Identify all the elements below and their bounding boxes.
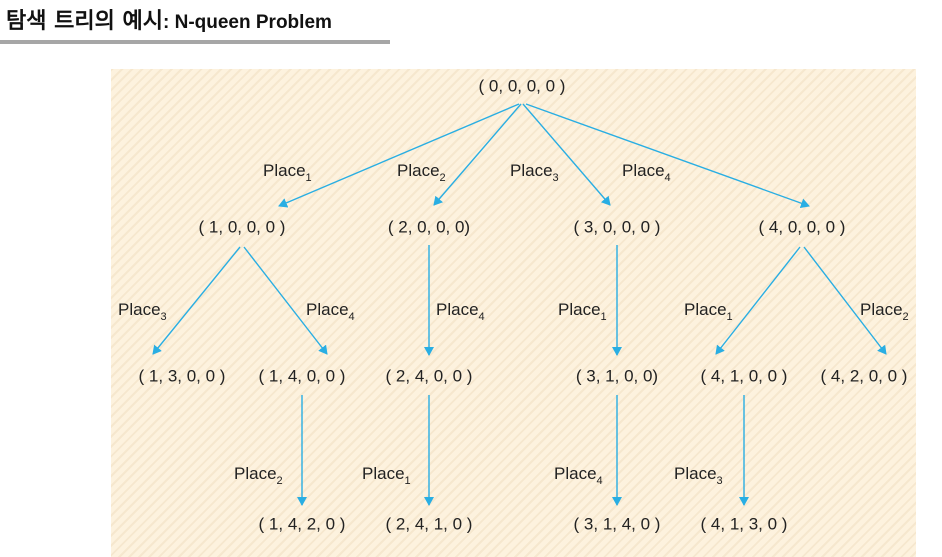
tree-edge-arrow	[525, 103, 810, 208]
tree-nodes: ( 0, 0, 0, 0 ) ( 1, 0, 0, 0 ) ( 2, 0, 0, 0…	[139, 77, 908, 534]
title-underline	[0, 40, 390, 44]
edge-label-subscript: 4	[349, 311, 355, 323]
tree-node-state: ( 4, 2, 0, 0 )	[821, 367, 908, 386]
edge-label-text: Place	[118, 300, 161, 319]
tree-node-state: ( 4, 1, 3, 0 )	[701, 515, 788, 534]
edge-label-text: Place	[622, 161, 665, 180]
edge-label-text: Place	[263, 161, 306, 180]
edge-label-text: Place	[558, 300, 601, 319]
edge-label-text: Place	[674, 464, 717, 483]
tree-edge-arrow	[433, 103, 522, 206]
tree-node-state: ( 1, 3, 0, 0 )	[139, 367, 226, 386]
tree-node-state: ( 3, 0, 0, 0 )	[574, 218, 661, 237]
edge-label-subscript: 3	[553, 172, 559, 184]
edge-label-place: Place4	[554, 464, 603, 487]
tree-node-state: ( 2, 0, 0, 0)	[388, 218, 470, 237]
edge-label-subscript: 2	[277, 475, 283, 487]
edge-label-text: Place	[860, 300, 903, 319]
edge-label-text: Place	[436, 300, 479, 319]
tree-node-state: ( 4, 1, 0, 0 )	[701, 367, 788, 386]
edge-label-subscript: 4	[597, 475, 603, 487]
edge-label-subscript: 1	[727, 311, 733, 323]
edge-label-text: Place	[397, 161, 440, 180]
tree-node-state: ( 3, 1, 4, 0 )	[574, 515, 661, 534]
edge-label-subscript: 4	[479, 311, 485, 323]
edge-label-subscript: 1	[601, 311, 607, 323]
edge-label-subscript: 3	[717, 475, 723, 487]
edge-label-text: Place	[554, 464, 597, 483]
edge-label-place: Place3	[510, 161, 559, 184]
tree-node-state: ( 4, 0, 0, 0 )	[759, 218, 846, 237]
edge-label-subscript: 2	[440, 172, 446, 184]
edge-label-text: Place	[234, 464, 277, 483]
tree-edge-arrow	[152, 246, 241, 355]
slide-title: 탐색 트리의 예시: N-queen Problem	[6, 4, 332, 40]
edge-label-place: Place2	[860, 300, 909, 323]
tree-edges	[152, 103, 887, 506]
tree-node-state: ( 1, 4, 2, 0 )	[259, 515, 346, 534]
edge-label-place: Place2	[234, 464, 283, 487]
tree-node-state: ( 1, 0, 0, 0 )	[199, 218, 286, 237]
edge-label-place: Place3	[118, 300, 167, 323]
slide-title-english: : N-queen Problem	[163, 12, 332, 33]
diagram-panel	[111, 69, 916, 557]
edge-label-subscript: 1	[306, 172, 312, 184]
edge-label-place: Place4	[306, 300, 355, 323]
edge-label-place: Place2	[397, 161, 446, 184]
edge-label-place: Place1	[684, 300, 733, 323]
edge-label-text: Place	[684, 300, 727, 319]
edge-label-place: Place1	[558, 300, 607, 323]
edge-label-place: Place1	[362, 464, 411, 487]
edge-label-subscript: 2	[903, 311, 909, 323]
edge-label-text: Place	[306, 300, 349, 319]
edge-label-place: Place3	[674, 464, 723, 487]
tree-node-state: ( 2, 4, 0, 0 )	[386, 367, 473, 386]
edge-label-place: Place4	[436, 300, 485, 323]
tree-edge-arrow	[715, 246, 801, 355]
tree-edge-arrow	[243, 246, 328, 355]
tree-node-state: ( 0, 0, 0, 0 )	[479, 77, 566, 96]
edge-label-subscript: 4	[665, 172, 671, 184]
tree-edge-arrow	[278, 103, 520, 208]
tree-edge-arrow	[522, 103, 611, 206]
tree-edge-arrow	[803, 246, 887, 355]
tree-node-state: ( 3, 1, 0, 0)	[576, 367, 658, 386]
edge-label-subscript: 3	[161, 311, 167, 323]
edge-label-text: Place	[510, 161, 553, 180]
tree-node-state: ( 2, 4, 1, 0 )	[386, 515, 473, 534]
slide-title-korean: 탐색 트리의 예시	[6, 9, 163, 34]
tree-node-state: ( 1, 4, 0, 0 )	[259, 367, 346, 386]
edge-label-place: Place1	[263, 161, 312, 184]
edge-label-text: Place	[362, 464, 405, 483]
edge-label-place: Place4	[622, 161, 671, 184]
edge-label-subscript: 1	[405, 475, 411, 487]
